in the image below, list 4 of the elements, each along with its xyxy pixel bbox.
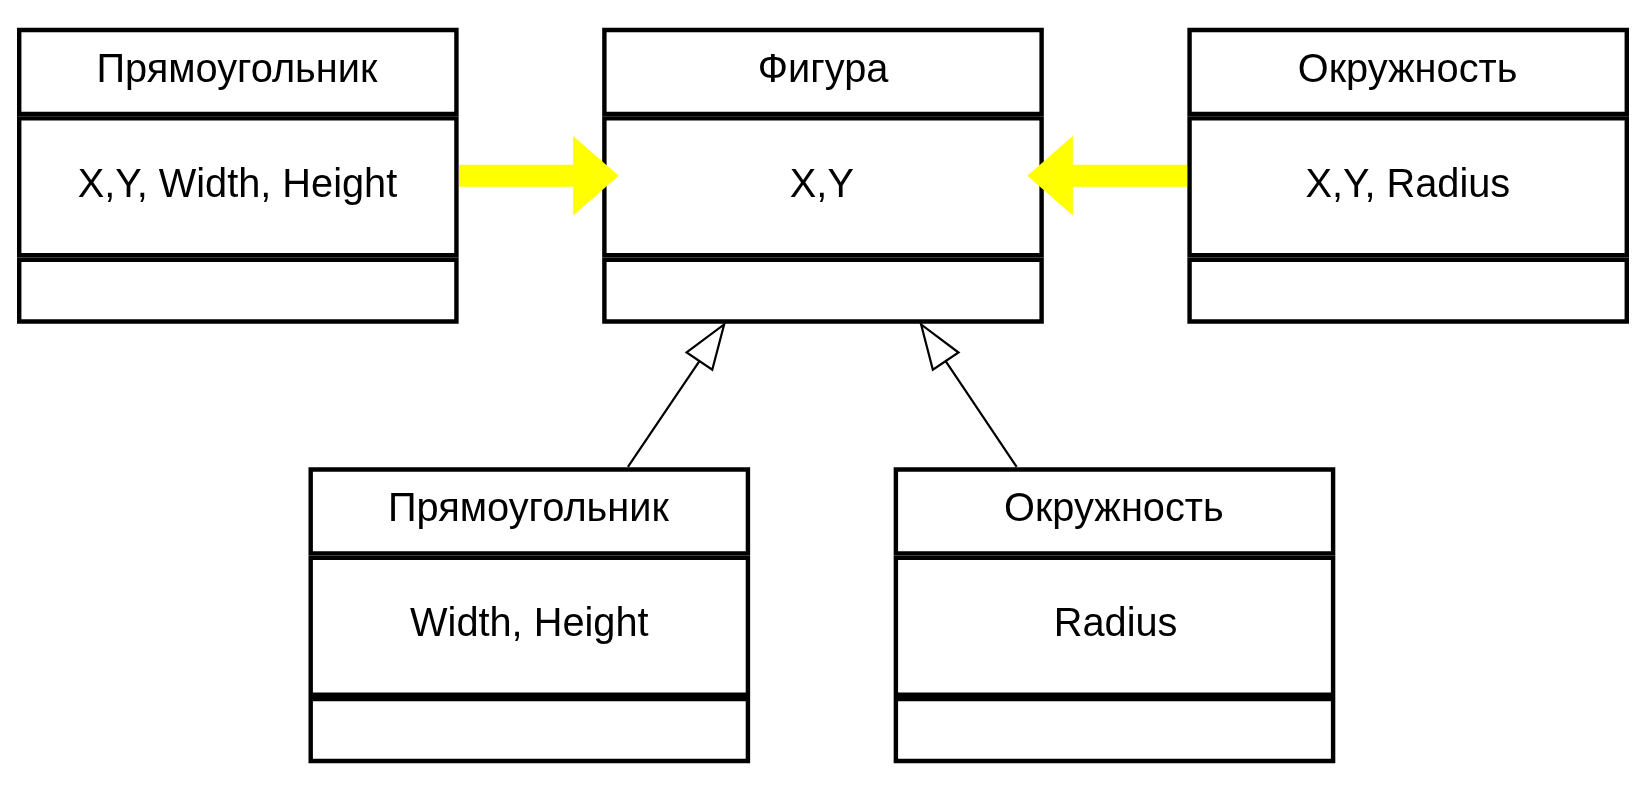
arrow <box>459 135 619 216</box>
arrow <box>1027 135 1188 216</box>
arrow <box>627 321 726 468</box>
arrow <box>919 321 1018 468</box>
